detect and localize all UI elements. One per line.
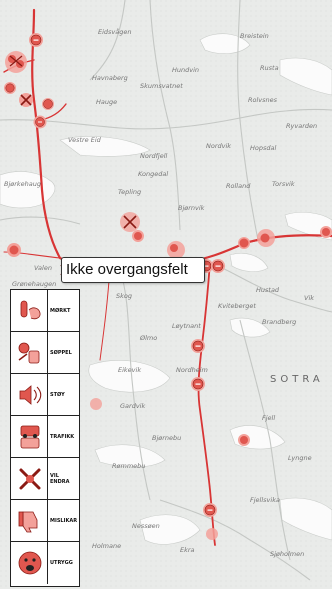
place-label: Bjørnvik	[178, 204, 205, 212]
place-label: Havnaberg	[92, 74, 128, 82]
place-label: Ekra	[180, 546, 195, 554]
legend-panel: MØRKT SØPPEL STØY TRAFIKK VIL ENDRA	[10, 289, 80, 587]
legend-row-noise: STØY	[11, 374, 79, 416]
place-label: Holmane	[92, 542, 121, 550]
legend-row-traffic: TRAFIKK	[11, 416, 79, 458]
legend-row-litter: SØPPEL	[11, 332, 79, 374]
legend-label: MISLIKAR	[47, 500, 79, 542]
unsafe-icon	[18, 551, 42, 575]
place-label: Kviteberget	[218, 302, 256, 310]
marker-pin[interactable]	[206, 528, 218, 540]
noise-icon	[19, 385, 42, 405]
place-label: Tepling	[118, 188, 141, 196]
place-label: Bjørkehaug	[4, 180, 41, 188]
marker-pin[interactable]	[211, 259, 225, 273]
place-label: Hundvin	[172, 66, 199, 74]
place-label: Vik	[304, 294, 314, 302]
marker-pin[interactable]	[320, 226, 332, 238]
legend-row-change: VIL ENDRA	[11, 458, 79, 500]
dark-icon	[20, 300, 41, 320]
place-label: Hauge	[96, 98, 117, 106]
place-label: Gardvik	[120, 402, 145, 410]
place-label: Rolland	[226, 182, 251, 190]
place-label: Eidsvågen	[98, 27, 132, 36]
marker-cluster[interactable]	[120, 212, 140, 232]
place-label: Torsvik	[272, 180, 295, 188]
water-bodies	[0, 33, 332, 545]
place-label: Ølmo	[139, 334, 157, 342]
place-label: Hustad	[256, 286, 280, 294]
place-label: Lyngne	[288, 454, 312, 462]
legend-label: VIL ENDRA	[47, 458, 79, 500]
legend-label: UTRYGG	[47, 542, 79, 584]
place-label: Breistein	[240, 32, 269, 40]
marker-cluster[interactable]	[167, 241, 185, 259]
place-label: Fjellsvika	[250, 496, 280, 504]
place-labels: Eidsvågen Breistein Hundvin Rusta Rolvsn…	[4, 27, 324, 558]
place-label: Nessøen	[132, 522, 160, 530]
legend-row-unsafe: UTRYGG	[11, 542, 79, 584]
place-label: Valen	[34, 264, 52, 272]
place-label: Sjøholmen	[270, 550, 304, 558]
map-tooltip: Ikke overgangsfelt	[61, 257, 205, 283]
place-label: Rømmebu	[112, 462, 145, 470]
place-label: Nordheim	[176, 366, 208, 374]
place-label: Grønehaugen	[12, 280, 56, 288]
legend-label: TRAFIKK	[47, 416, 79, 458]
litter-icon	[18, 342, 40, 364]
place-label: Nordfjell	[140, 152, 168, 160]
place-label: Rolvsnes	[248, 96, 278, 104]
marker-pin[interactable]	[90, 398, 102, 410]
legend-row-dislike: MISLIKAR	[11, 500, 79, 542]
legend-row-dark: MØRKT	[11, 290, 79, 332]
marker-cluster[interactable]	[5, 51, 27, 73]
place-label: Skog	[116, 292, 132, 300]
change-icon	[19, 468, 41, 490]
marker-pin[interactable]	[203, 503, 217, 517]
place-label: Bjørnebu	[152, 434, 181, 442]
legend-label: MØRKT	[47, 290, 79, 332]
place-label: Kongedal	[138, 170, 168, 178]
marker-pin[interactable]	[238, 434, 250, 446]
place-label: Nordvik	[206, 142, 231, 150]
place-label: Rusta	[260, 64, 279, 72]
place-label: Løytnant	[172, 322, 201, 330]
place-label: Eikevik	[118, 366, 141, 374]
legend-label: SØPPEL	[47, 332, 79, 374]
marker-pin[interactable]	[132, 230, 144, 242]
marker-pin[interactable]	[7, 243, 21, 257]
marker-pin[interactable]	[191, 377, 205, 391]
traffic-icon	[20, 425, 40, 449]
place-label: Skumsvatnet	[140, 82, 183, 90]
marker-pin[interactable]	[42, 98, 54, 110]
marker-pin[interactable]	[238, 237, 250, 249]
place-label: Hopsdal	[250, 144, 276, 152]
marker-pin[interactable]	[4, 82, 16, 94]
dislike-icon	[18, 511, 38, 533]
marker-cluster[interactable]	[257, 229, 275, 247]
marker-pin[interactable]	[33, 115, 47, 129]
marker-traffic[interactable]	[19, 93, 33, 107]
place-label: Brandberg	[262, 318, 296, 326]
place-label: SOTRA	[270, 374, 324, 385]
marker-pin[interactable]	[191, 339, 205, 353]
legend-label: STØY	[47, 374, 79, 416]
place-label: Ryvarden	[286, 122, 317, 130]
marker-pin[interactable]	[29, 33, 43, 47]
place-label: Vestre Eid	[68, 136, 102, 144]
place-label: Fjell	[262, 414, 275, 422]
